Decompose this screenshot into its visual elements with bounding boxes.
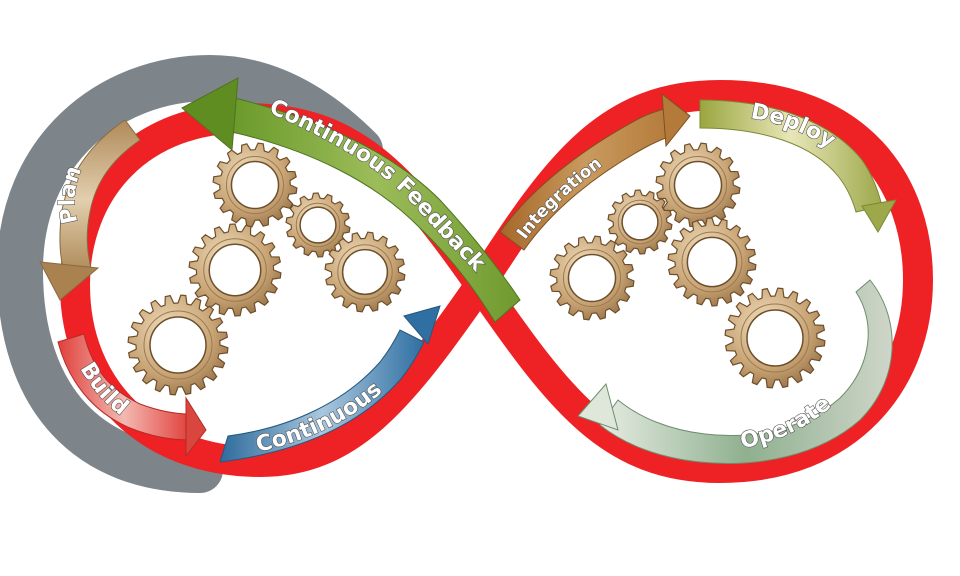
gear-icon — [127, 294, 229, 396]
gear-icon — [188, 223, 282, 317]
gear-icon — [655, 142, 741, 228]
gear-icon — [285, 192, 351, 258]
integration-arrow — [499, 92, 691, 251]
gear-icon — [724, 287, 826, 389]
gear-icon — [549, 235, 635, 321]
gear-icon — [607, 189, 673, 255]
gear-icon — [324, 231, 406, 313]
plan-arrow — [39, 119, 141, 301]
gear-cluster-right — [549, 142, 826, 389]
gear-icon — [212, 142, 298, 228]
gear-icon — [667, 217, 757, 307]
left-gray-ring — [0, 54, 383, 493]
deploy-arrow — [699, 99, 897, 233]
continuous-feedback-arrow — [181, 77, 521, 323]
build-arrow — [57, 333, 207, 458]
operate-arrow — [577, 279, 893, 464]
gear-cluster-left — [127, 142, 406, 396]
continuous-arrow — [219, 305, 441, 463]
